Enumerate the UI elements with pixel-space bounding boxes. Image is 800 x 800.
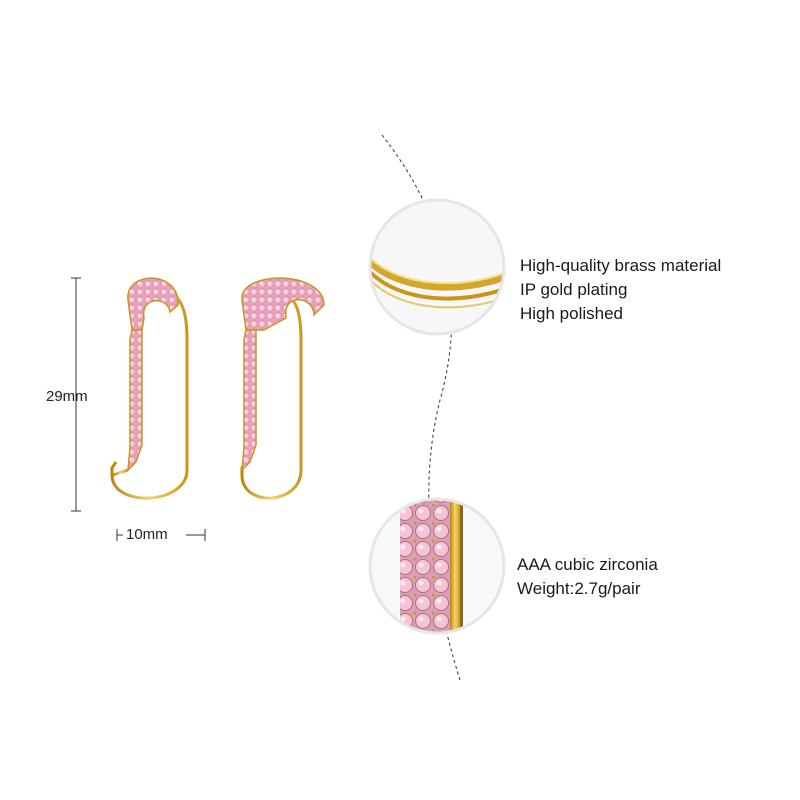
detail-circle-plating [368,198,506,336]
height-dimension-line [71,277,81,512]
earring-left [110,277,189,500]
earring-right [240,277,325,500]
width-dimension-line [116,529,206,541]
feature-list-material: High-quality brass material IP gold plat… [520,254,721,326]
feature-list-stones: AAA cubic zirconia Weight:2.7g/pair [517,553,658,601]
feature-item: High polished [520,304,624,323]
feature-item: AAA cubic zirconia [517,555,658,574]
width-label: 10mm [126,526,168,543]
height-label: 29mm [46,388,88,405]
feature-item: High-quality brass material [520,256,722,275]
feature-item: IP gold plating [520,280,628,299]
feature-item: Weight:2.7g/pair [517,579,641,598]
detail-circle-zirconia [368,497,506,635]
